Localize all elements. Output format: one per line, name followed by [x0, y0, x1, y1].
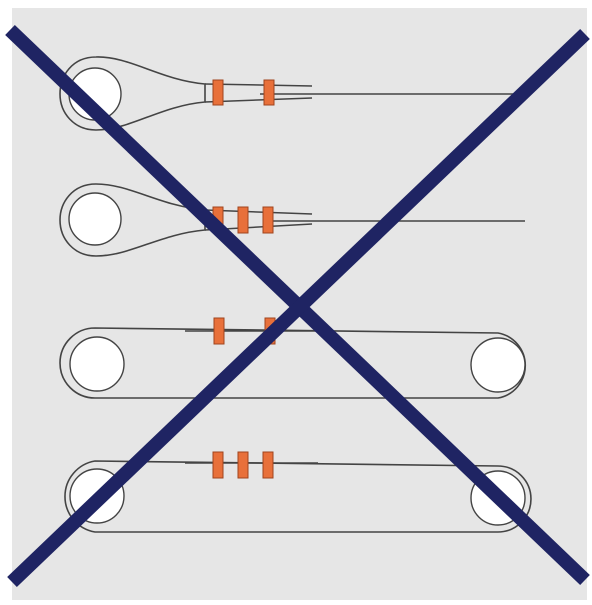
sling-outline [59, 327, 527, 399]
eye-opening-right [470, 337, 526, 393]
crimp-sleeve [262, 206, 274, 234]
loop-outline [59, 56, 206, 131]
crimp-sleeve [213, 317, 225, 345]
crimp-sleeve [237, 451, 249, 479]
crimp-sleeve [262, 451, 274, 479]
sling-outline [64, 460, 532, 533]
crimp-sleeve [263, 79, 275, 106]
crimp-sleeve [212, 79, 224, 106]
cross-stroke-2 [7, 28, 590, 588]
loop-outline [59, 183, 206, 257]
row-3-double-eye-sling [59, 327, 527, 399]
eye-opening-left [69, 336, 125, 392]
crimp-sleeve [212, 451, 224, 479]
crimp-sleeve [237, 206, 249, 234]
eye-opening [68, 192, 122, 246]
cross-out-mark [5, 24, 590, 588]
